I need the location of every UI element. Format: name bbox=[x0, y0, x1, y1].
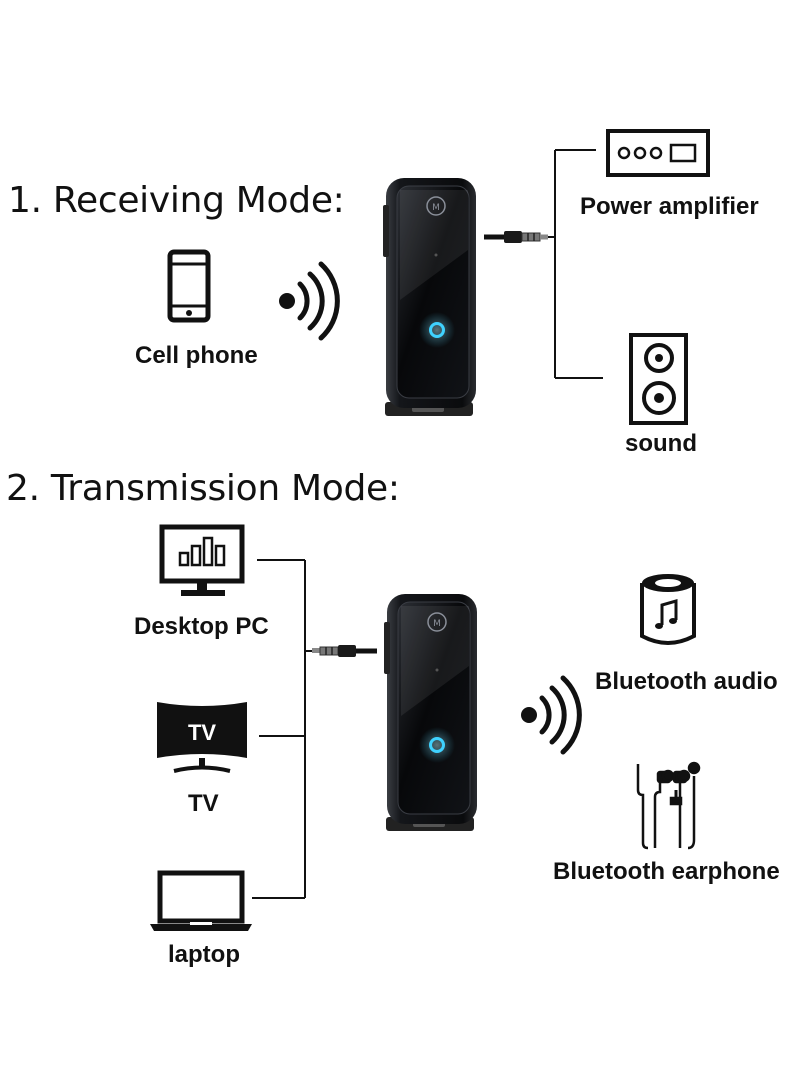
desktop-pc-icon bbox=[159, 524, 245, 596]
tv-icon: TV bbox=[157, 702, 247, 773]
bluetooth-audio-label: Bluetooth audio bbox=[595, 668, 778, 695]
bluetooth-audio-icon bbox=[640, 574, 696, 645]
svg-text:M: M bbox=[432, 203, 440, 213]
receiving-connector-lines bbox=[548, 149, 603, 379]
tv-screen-text: TV bbox=[188, 720, 216, 745]
speaker-icon bbox=[629, 333, 688, 425]
sound-label: sound bbox=[625, 430, 697, 457]
transmission-connector-lines bbox=[252, 559, 312, 899]
bluetooth-earphone-label: Bluetooth earphone bbox=[553, 858, 780, 885]
receiving-mode-heading: 1. Receiving Mode: bbox=[8, 180, 345, 221]
earphone-icon bbox=[636, 761, 701, 850]
wireless-signal-icon bbox=[279, 261, 340, 341]
transmission-mode-heading: 2. Transmission Mode: bbox=[6, 468, 400, 509]
tv-label: TV bbox=[188, 790, 219, 817]
wireless-signal-icon bbox=[521, 675, 582, 755]
bluetooth-adapter-device: M bbox=[383, 178, 476, 416]
power-amplifier-icon bbox=[606, 129, 710, 177]
desktop-pc-label: Desktop PC bbox=[134, 613, 269, 640]
power-amplifier-label: Power amplifier bbox=[580, 193, 759, 220]
laptop-icon bbox=[150, 870, 252, 931]
laptop-label: laptop bbox=[168, 941, 240, 968]
cell-phone-label: Cell phone bbox=[135, 342, 258, 369]
audio-jack-cable bbox=[484, 231, 548, 243]
bluetooth-adapter-device: M bbox=[384, 594, 477, 831]
svg-text:M: M bbox=[433, 619, 441, 629]
audio-jack-cable bbox=[312, 645, 377, 657]
cell-phone-icon bbox=[167, 249, 211, 323]
